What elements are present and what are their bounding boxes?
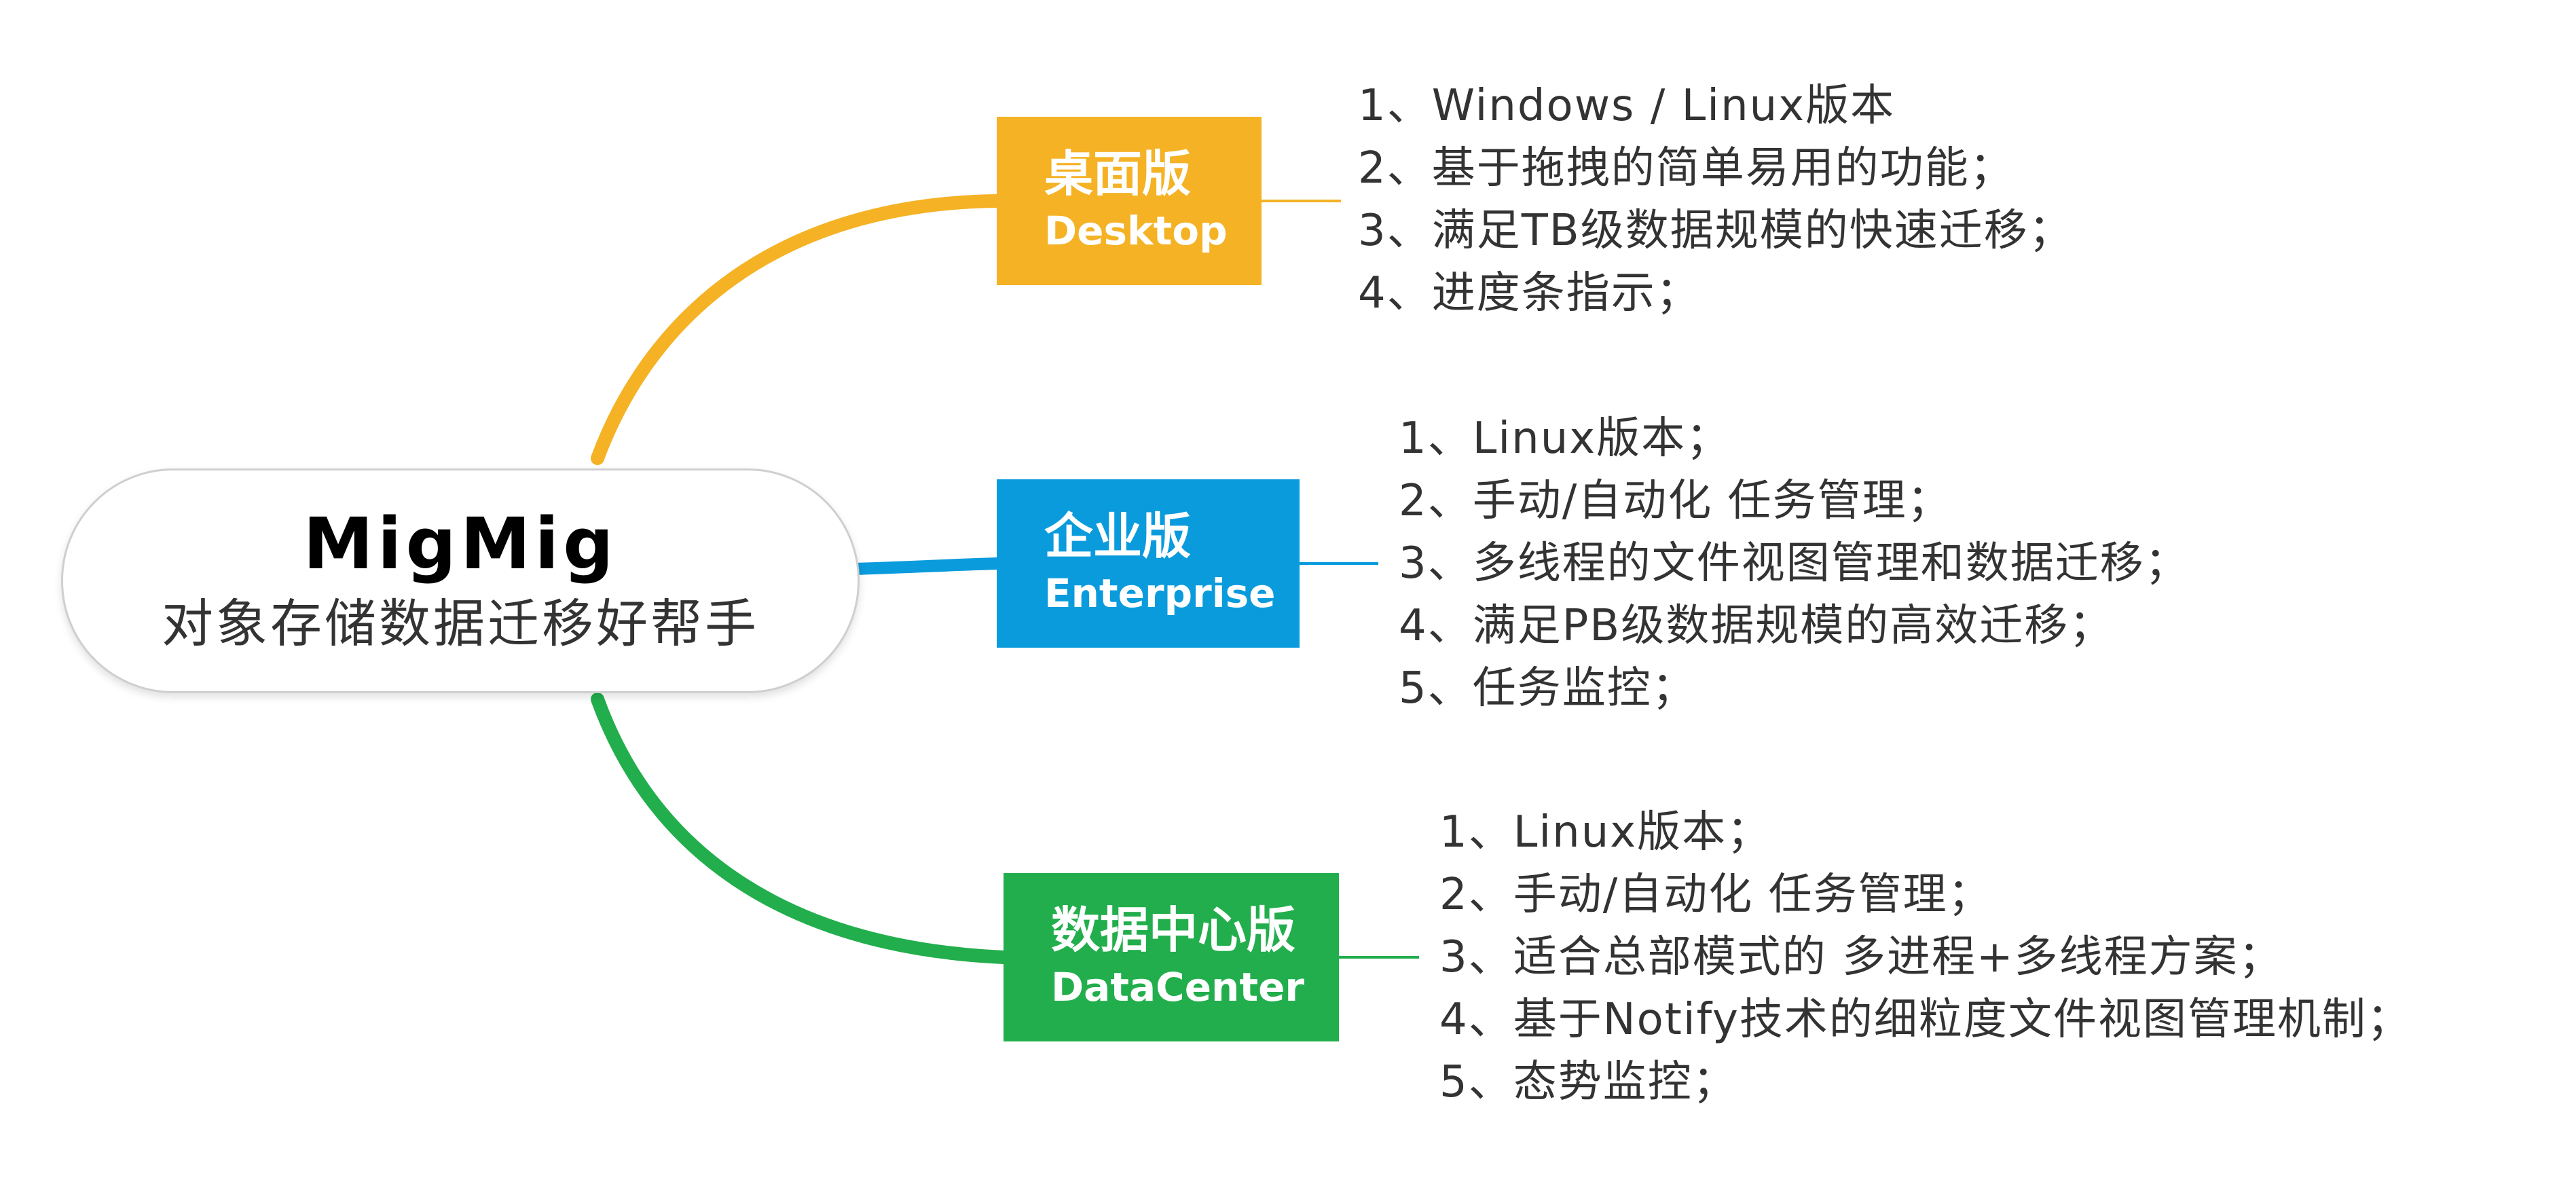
feature-item: 2、手动/自动化 任务管理； bbox=[1439, 870, 1993, 920]
branch-desktop: 桌面版 Desktop bbox=[997, 117, 1262, 285]
feature-item: 1、Linux版本； bbox=[1399, 413, 1731, 464]
feature-item: 4、满足PB级数据规模的高效迁移； bbox=[1399, 601, 2114, 651]
feature-item: 3、多线程的文件视图管理和数据迁移； bbox=[1399, 538, 2190, 589]
branch-enterprise-en: Enterprise bbox=[1044, 570, 1276, 617]
feature-item: 5、任务监控； bbox=[1399, 663, 1697, 714]
feature-item: 2、手动/自动化 任务管理； bbox=[1399, 476, 1952, 526]
branch-datacenter-en: DataCenter bbox=[1051, 964, 1305, 1011]
branch-datacenter: 数据中心版 DataCenter bbox=[1004, 873, 1339, 1041]
connector-desktop bbox=[591, 194, 1004, 465]
center-node: MigMig 对象存储数据迁移好帮手 bbox=[61, 468, 860, 693]
feature-item: 4、进度条指示； bbox=[1358, 268, 1701, 318]
feature-item: 1、Windows / Linux版本 bbox=[1358, 81, 1896, 131]
feature-item: 5、态势监控； bbox=[1439, 1057, 1737, 1107]
feature-item: 2、基于拖拽的简单易用的功能； bbox=[1358, 143, 2014, 193]
center-subtitle: 对象存储数据迁移好帮手 bbox=[162, 593, 759, 654]
branch-enterprise: 企业版 Enterprise bbox=[997, 479, 1300, 648]
datacenter-feature-list: 1、Linux版本； 2、手动/自动化 任务管理； 3、适合总部模式的 多进程+… bbox=[1439, 801, 2412, 1113]
branch-datacenter-cn: 数据中心版 bbox=[1051, 902, 1296, 959]
branch-desktop-cn: 桌面版 bbox=[1044, 145, 1192, 203]
connector-datacenter bbox=[591, 692, 1010, 964]
center-title: MigMig bbox=[303, 502, 618, 586]
enterprise-feature-list: 1、Linux版本； 2、手动/自动化 任务管理； 3、多线程的文件视图管理和数… bbox=[1399, 407, 2190, 720]
feature-item: 1、Linux版本； bbox=[1439, 807, 1772, 857]
branch-desktop-en: Desktop bbox=[1044, 208, 1228, 255]
feature-item: 3、满足TB级数据规模的快速迁移； bbox=[1358, 206, 2074, 256]
connector-enterprise bbox=[848, 557, 1003, 575]
feature-item: 3、适合总部模式的 多进程+多线程方案； bbox=[1439, 932, 2283, 982]
branch-enterprise-cn: 企业版 bbox=[1044, 508, 1192, 566]
feature-item: 4、基于Notify技术的细粒度文件视图管理机制； bbox=[1439, 995, 2412, 1045]
desktop-feature-list: 1、Windows / Linux版本 2、基于拖拽的简单易用的功能； 3、满足… bbox=[1358, 75, 2074, 325]
